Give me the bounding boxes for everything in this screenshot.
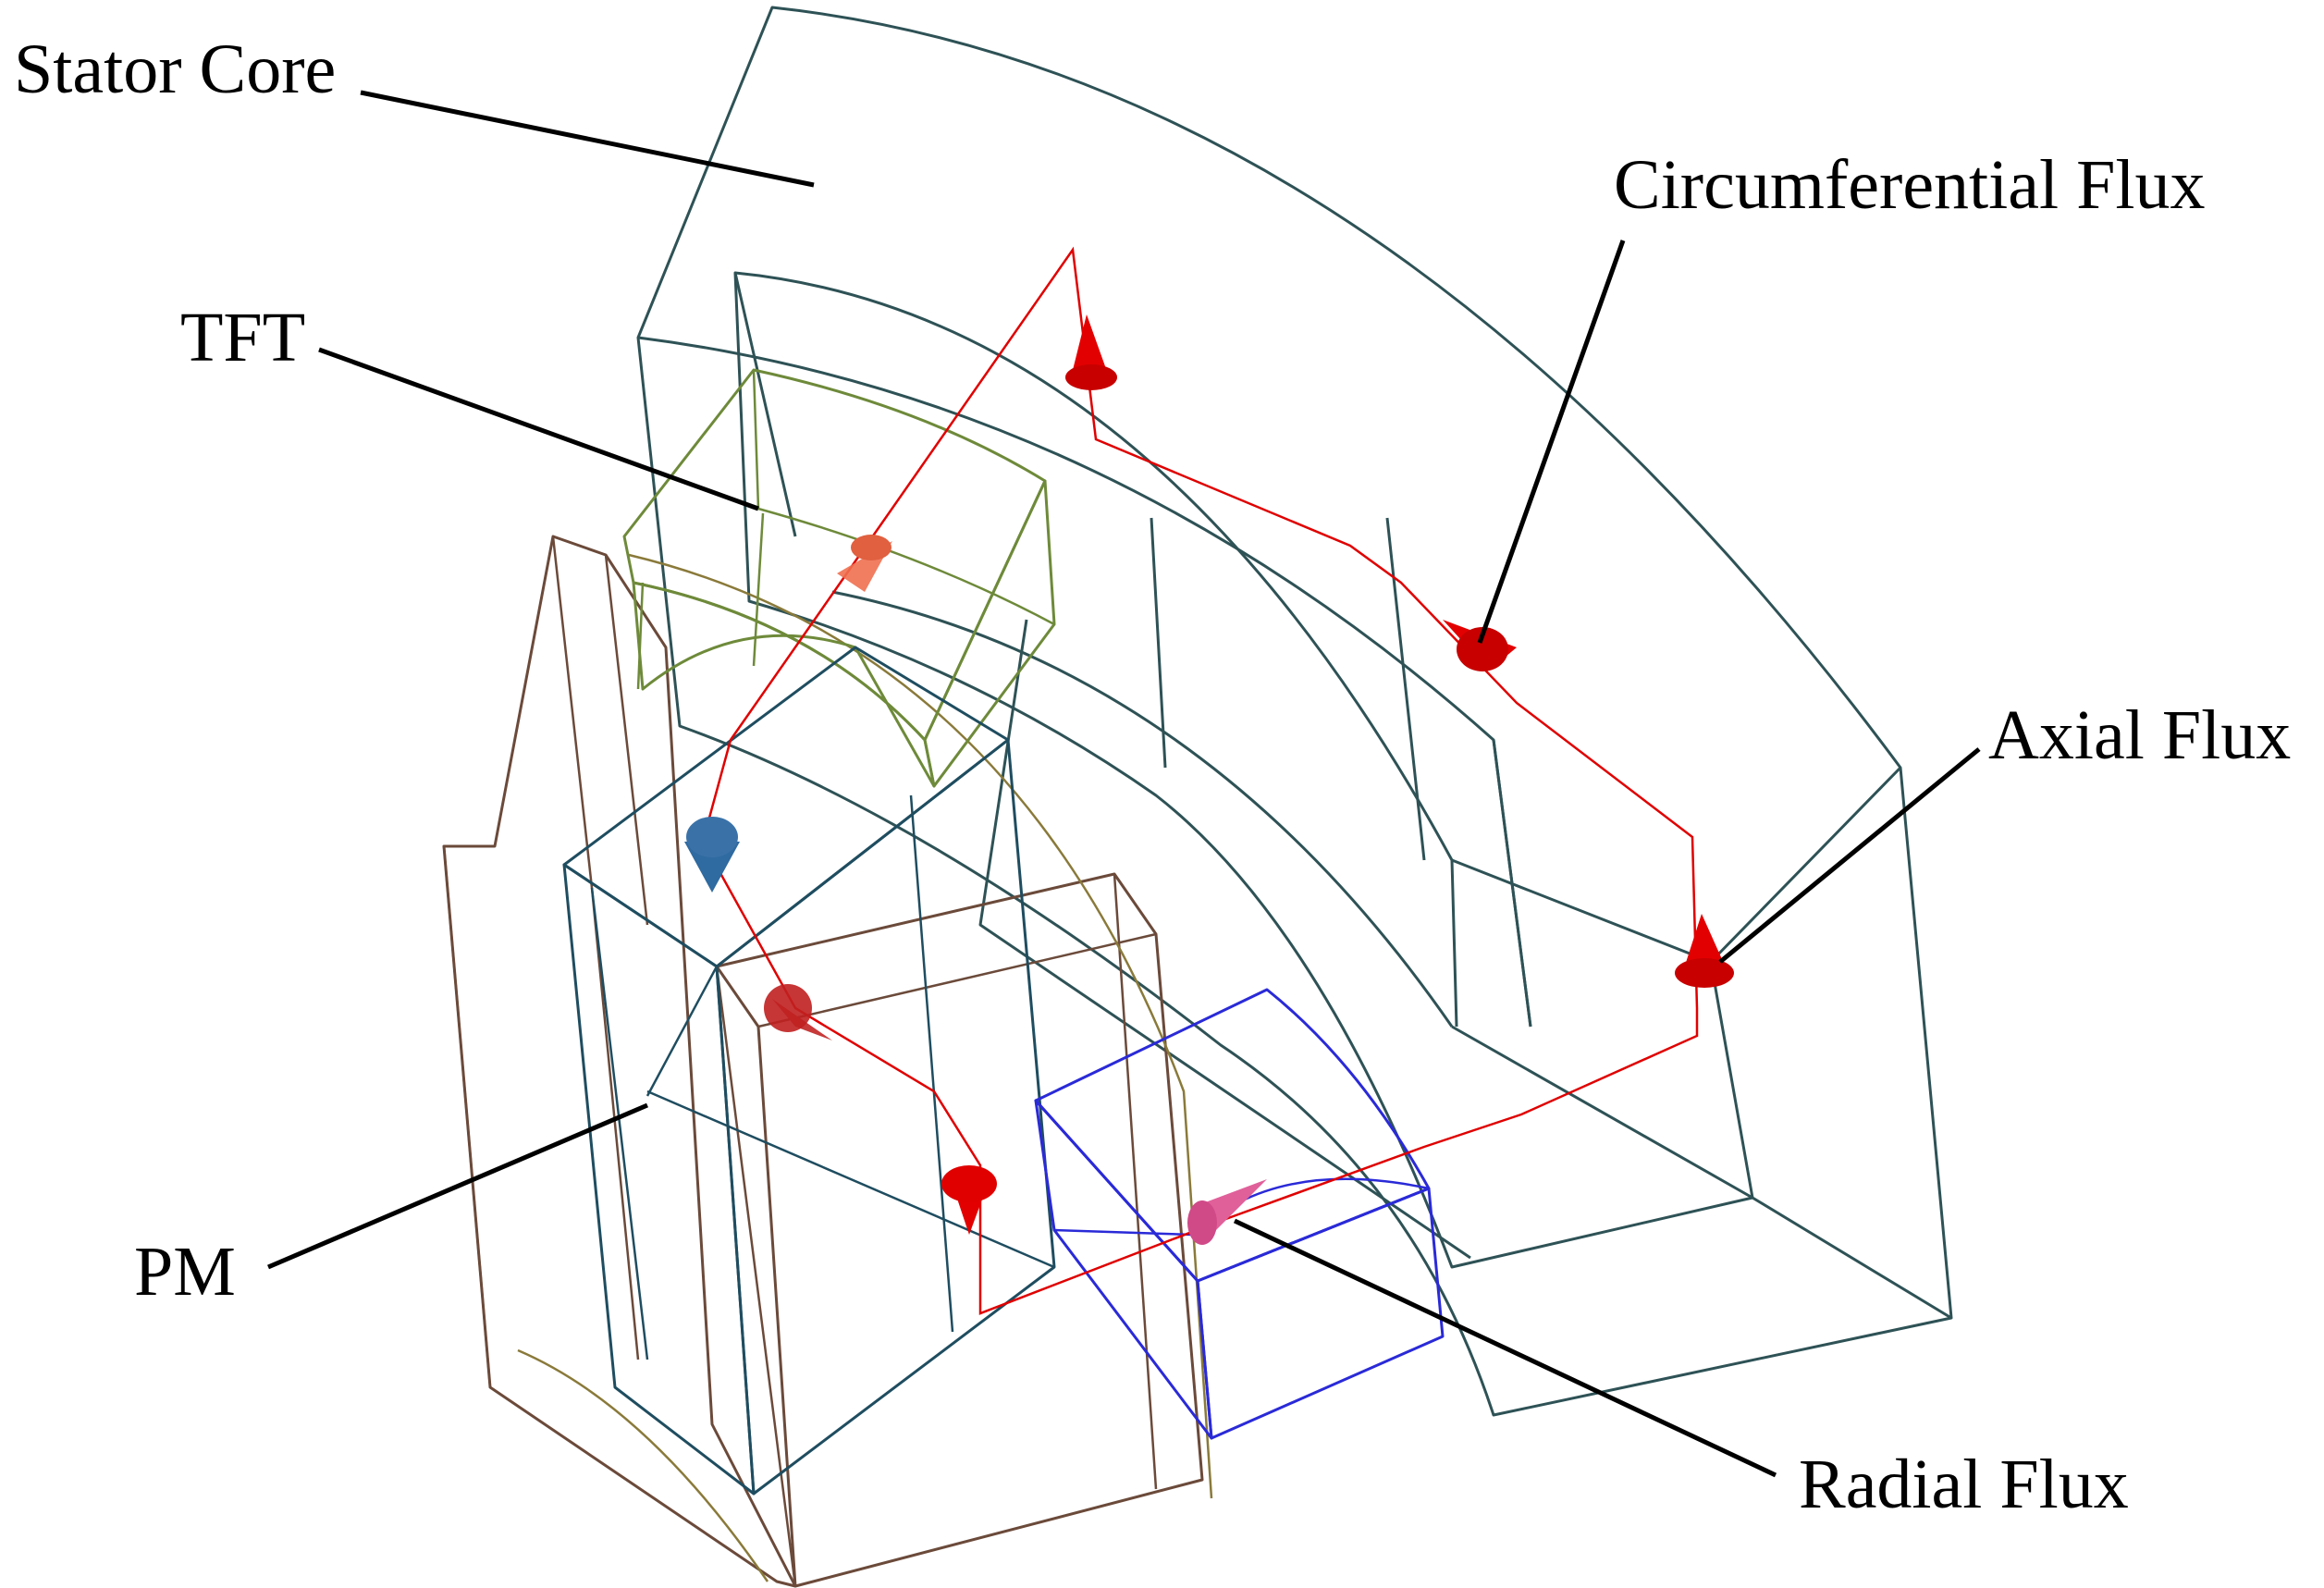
flux-arrow-pm-top [684,817,740,892]
coil-right-face [1196,1187,1445,1440]
label-circumferential-flux: Circumferential Flux [1614,146,2206,224]
flux-arrows [684,314,1734,1245]
label-pm: PM [134,1233,236,1311]
leader-circumferential-flux [1477,240,1626,644]
stator-core-body [636,6,1953,1417]
flux-arrow-pm-bottom [941,1165,997,1235]
stator-core-slot [733,271,1754,1269]
pm-block [562,646,1056,1496]
pm-housing-frame [442,535,1213,1588]
leader-axial-flux [1718,747,1981,964]
stator-core-slot-lines [733,272,1952,1320]
tft-block [622,368,1056,788]
flux-arrow-radial [1187,1179,1267,1245]
label-tft: TFT [180,299,305,376]
label-axial-flux: Axial Flux [1988,696,2291,774]
label-radial-flux: Radial Flux [1799,1446,2129,1523]
flux-arrow-circumferential-top [1065,314,1117,390]
pm-inner-lines [590,794,1055,1360]
radial-coil-block [1034,988,1445,1440]
leader-stator-core [360,90,815,188]
coil-top-face [1034,988,1431,1283]
stator-core-inner-edge [637,336,1532,1260]
flux-arrow-axial [1675,914,1734,988]
stator-core-top-face [636,6,1953,1417]
tft-top-face [622,368,1047,742]
tft-right-face [923,479,1056,788]
flux-arrow-circumferential [1443,620,1517,671]
pm-right-face [715,738,1056,1496]
pm-top-face [562,646,1010,968]
leader-radial-flux [1233,1218,1777,1478]
flux-arrow-pm-middle [764,984,832,1040]
flux-path-line [701,246,1699,1315]
label-stator-core: Stator Core [14,31,336,108]
frame-outer [442,535,797,1588]
leader-pm [267,1102,648,1270]
flux-arrow-tft [837,535,892,592]
frame-curve [517,553,1213,1582]
leader-tft [318,347,759,511]
tft-inner-lines [636,369,1055,690]
leader-lines [267,90,1981,1478]
